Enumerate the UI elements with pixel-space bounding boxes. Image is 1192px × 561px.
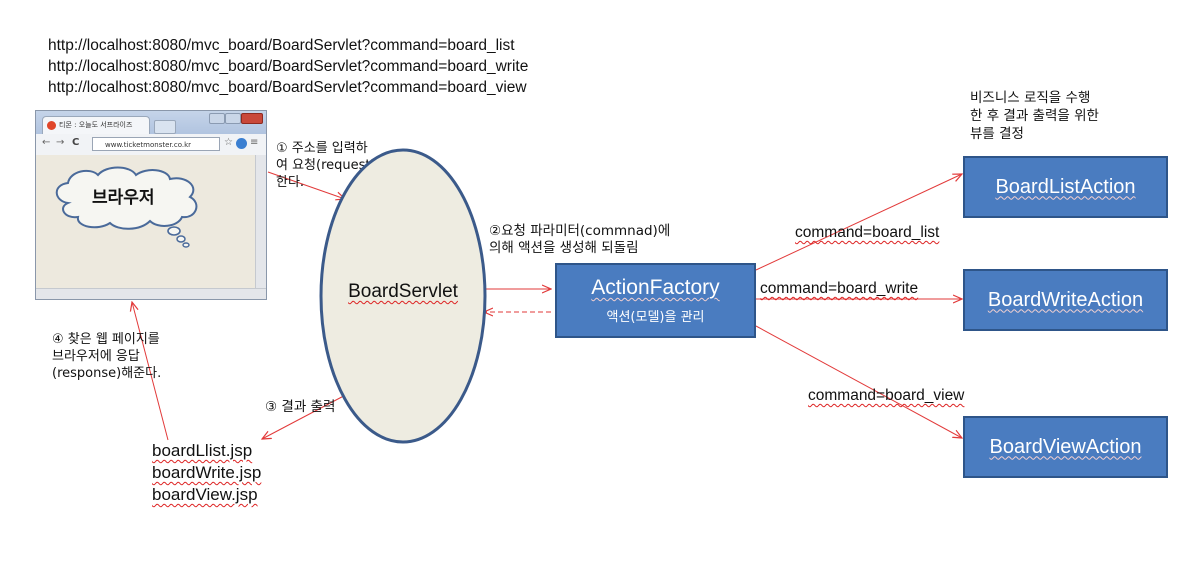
back-icon[interactable]: ← (42, 137, 51, 148)
address-text: www.ticketmonster.co.kr (105, 141, 192, 149)
request-arrow (267, 171, 345, 199)
business-note-line: 비즈니스 로직을 수행 (970, 90, 1091, 106)
business-note-line: 한 후 결과 출력을 위한 (970, 108, 1099, 124)
step4-line: (response)해준다. (52, 366, 162, 381)
business-note-line: 뷰를 결정 (970, 126, 1024, 142)
new-tab-button[interactable] (154, 120, 176, 134)
step1-line: 한다. (276, 175, 305, 190)
board-servlet-label: BoardServlet (348, 281, 458, 302)
minimize-button[interactable] (209, 113, 225, 124)
forward-icon[interactable]: → (56, 137, 65, 148)
thought-cloud-icon (55, 166, 198, 248)
action-factory-title: ActionFactory (591, 276, 720, 299)
board-list-action-box: BoardListAction (963, 156, 1168, 218)
result-arrow (262, 389, 356, 439)
browser-window: 티몬 : 오늘도 서프라이즈 ← → C www.ticketmonster.c… (35, 110, 267, 300)
board-write-action-box: BoardWriteAction (963, 269, 1168, 331)
browser-tab-title: 티몬 : 오늘도 서프라이즈 (59, 121, 133, 129)
board-servlet-ellipse (319, 148, 487, 444)
command-view-label: command=board_view (808, 387, 965, 404)
board-view-action-box: BoardViewAction (963, 416, 1168, 478)
response-arrow (132, 302, 169, 441)
url-list: http://localhost:8080/mvc_board/BoardSer… (48, 37, 515, 54)
business-logic-note: 비즈니스 로직을 수행 한 후 결과 출력을 위한 뷰를 결정 (970, 89, 1099, 143)
step4-line: ④ 찾은 웹 페이지를 (52, 332, 160, 347)
request-url-list: http://localhost:8080/mvc_board/BoardSer… (48, 35, 528, 98)
step2-line: 의해 액션을 생성해 되돌림 (489, 240, 639, 256)
close-window-button[interactable] (241, 113, 263, 124)
address-input[interactable]: www.ticketmonster.co.kr (92, 137, 220, 151)
menu-icon[interactable]: ≡ (250, 137, 259, 148)
command-write-label: command=board_write (760, 280, 919, 297)
to-view-action-arrow (755, 325, 962, 438)
board-write-action-label: BoardWriteAction (987, 288, 1144, 311)
vertical-scrollbar[interactable] (255, 155, 266, 291)
browser-cloud-label: 브라우저 (92, 188, 155, 208)
to-list-action-arrow (755, 174, 962, 271)
action-factory-box: ActionFactory 액션(모델)을 관리 (555, 263, 756, 338)
action-factory-subtitle: 액션(모델)을 관리 (606, 310, 705, 325)
step2-line: ②요청 파라미터(commnad)에 (489, 223, 671, 239)
step1-line: ① 주소를 입력하 (276, 141, 368, 156)
jsp-file: boardLlist.jsp (152, 441, 253, 460)
jsp-file: boardView.jsp (152, 485, 258, 504)
extension-icon[interactable] (236, 138, 247, 149)
favicon-icon (47, 121, 56, 130)
url-view: http://localhost:8080/mvc_board/BoardSer… (48, 79, 527, 96)
browser-address-bar: ← → C www.ticketmonster.co.kr ☆ ≡ (36, 134, 266, 156)
browser-tab[interactable]: 티몬 : 오늘도 서프라이즈 (42, 116, 150, 134)
step1-request-note: ① 주소를 입력하 여 요청(request) 한다. (276, 140, 376, 191)
url-write: http://localhost:8080/mvc_board/BoardSer… (48, 58, 529, 75)
horizontal-scrollbar[interactable] (36, 288, 266, 299)
maximize-button[interactable] (225, 113, 241, 124)
browser-viewport: 브라우저 (36, 155, 258, 291)
reload-icon[interactable]: C (72, 137, 80, 148)
step1-line: 여 요청(request) (276, 158, 376, 173)
jsp-file-list: boardLlist.jsp boardWrite.jsp boardView.… (152, 440, 261, 506)
command-list-label: command=board_list (795, 224, 940, 241)
step4-line: 브라우저에 응답 (52, 349, 140, 364)
step4-response-note: ④ 찾은 웹 페이지를 브라우저에 응답 (response)해준다. (52, 331, 161, 382)
browser-tab-bar: 티몬 : 오늘도 서프라이즈 (36, 111, 266, 134)
step2-factory-note: ②요청 파라미터(commnad)에 의해 액션을 생성해 되돌림 (489, 223, 670, 257)
step3-result-note: ③ 결과 출력 (265, 399, 336, 415)
board-view-action-label: BoardViewAction (989, 435, 1142, 458)
jsp-file: boardWrite.jsp (152, 463, 262, 482)
bookmark-star-icon[interactable]: ☆ (224, 137, 233, 148)
board-list-action-label: BoardListAction (995, 175, 1136, 198)
